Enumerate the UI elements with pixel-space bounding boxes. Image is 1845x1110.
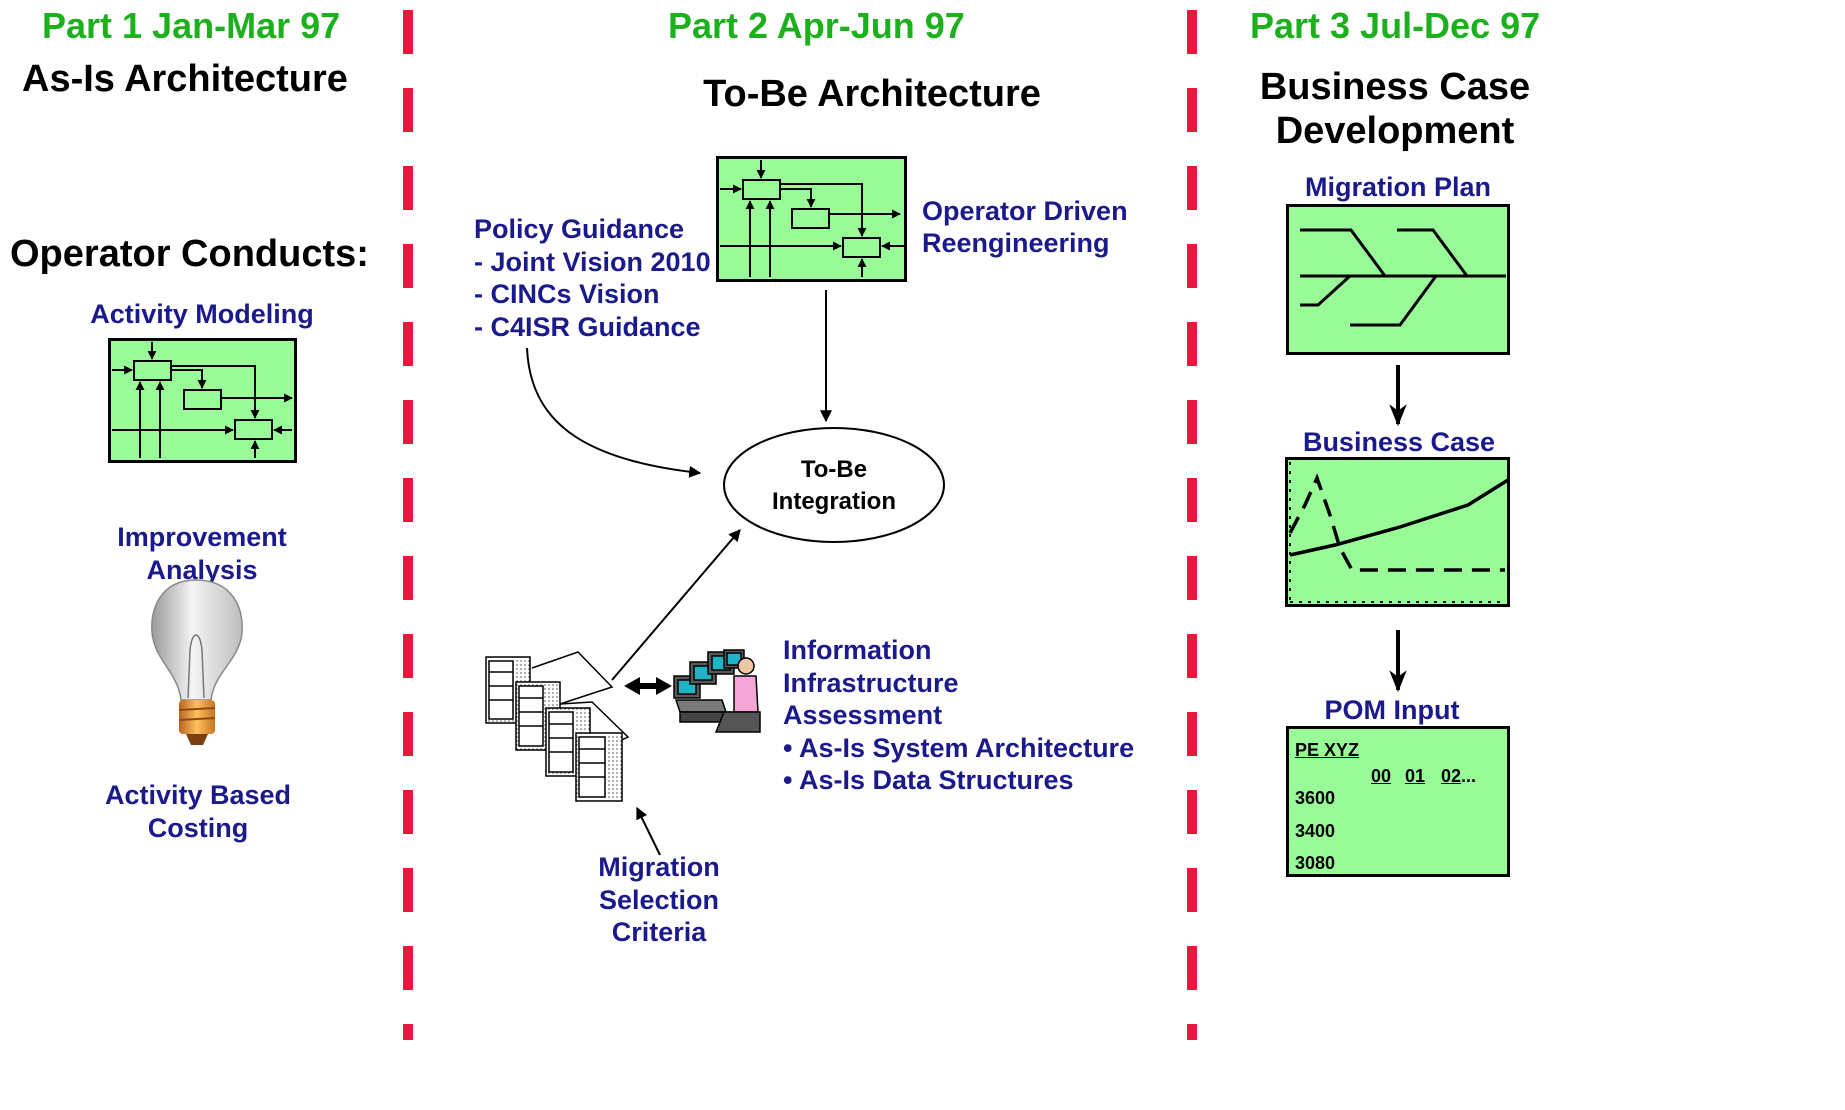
server-rack-icon	[485, 651, 630, 802]
activity-based-costing-label-1: Activity Based	[104, 780, 292, 810]
business-case-chart-box	[1285, 457, 1510, 607]
double-arrow-icon	[624, 677, 672, 695]
improvement-label-1: Improvement	[117, 522, 287, 552]
migration-criteria-line-2: Selection	[598, 885, 720, 915]
policy-item-1: - Joint Vision 2010	[474, 247, 711, 277]
info-infra-line-3: Assessment	[783, 700, 943, 730]
pom-year-2: 01	[1405, 766, 1426, 786]
business-case-heading-1: Business Case	[1259, 66, 1531, 108]
operator-driven-label-2: Reengineering	[922, 228, 1110, 258]
pom-year-ellipsis: ...	[1461, 766, 1477, 786]
pom-year-3-value: 02	[1441, 766, 1462, 786]
operator-driven-label-1: Operator Driven	[922, 196, 1128, 226]
pom-year-3: 02...	[1441, 767, 1476, 785]
migration-criteria-line-1: Migration	[598, 852, 720, 882]
arrow-infrastructure-to-integration	[611, 529, 741, 681]
info-infra-bullet-1: • As-Is System Architecture	[783, 733, 1135, 763]
lightbulb-icon	[151, 579, 243, 745]
policy-item-2: - CINCs Vision	[474, 279, 660, 309]
info-infra-line-1: Information	[783, 635, 932, 665]
arrow-policy-to-integration	[526, 347, 702, 478]
phase-1-label: Part 1 Jan-Mar 97	[42, 5, 341, 46]
pom-year-1: 00	[1371, 766, 1392, 786]
info-infra-bullet-2: • As-Is Data Structures	[783, 765, 1074, 795]
as-is-architecture-heading: As-Is Architecture	[22, 58, 348, 100]
business-case-label: Business Case	[1302, 427, 1496, 457]
pom-row-1: 3600	[1295, 788, 1336, 808]
pom-input-box	[1286, 726, 1510, 877]
activity-based-costing-label-2: Costing	[147, 813, 249, 843]
integration-label-1: To-Be	[800, 456, 868, 483]
integration-label-2: Integration	[772, 488, 896, 515]
info-infra-line-2: Infrastructure	[783, 668, 959, 698]
integration-ellipse	[723, 427, 945, 543]
pom-row-3: 3080	[1295, 853, 1336, 873]
policy-guidance-title: Policy Guidance	[474, 214, 685, 244]
reengineering-diagram	[720, 160, 904, 277]
migration-plan-diagram	[1300, 228, 1506, 327]
pom-row-2: 3400	[1295, 821, 1336, 841]
policy-item-3: - C4ISR Guidance	[474, 312, 701, 342]
activity-model-diagram	[112, 342, 293, 458]
phase-divider-1	[403, 10, 413, 1040]
phase-3-label: Part 3 Jul-Dec 97	[1250, 5, 1541, 46]
pom-program-label: PE XYZ	[1295, 740, 1360, 760]
activity-modeling-label: Activity Modeling	[90, 299, 314, 329]
phase-divider-2	[1187, 10, 1197, 1040]
arrow-criteria-to-servers	[636, 806, 661, 856]
business-case-heading-2: Development	[1275, 110, 1515, 152]
operator-conducts-heading: Operator Conducts:	[10, 233, 369, 275]
operator-workstation-icon	[673, 649, 761, 733]
migration-criteria-line-3: Criteria	[611, 917, 707, 947]
phase-2-label: Part 2 Apr-Jun 97	[668, 5, 965, 46]
pom-input-label: POM Input	[1324, 695, 1460, 725]
improvement-label-2: Analysis	[146, 555, 258, 585]
business-case-lines	[1288, 462, 1509, 603]
migration-plan-label: Migration Plan	[1304, 172, 1492, 202]
to-be-architecture-heading: To-Be Architecture	[703, 73, 1041, 115]
